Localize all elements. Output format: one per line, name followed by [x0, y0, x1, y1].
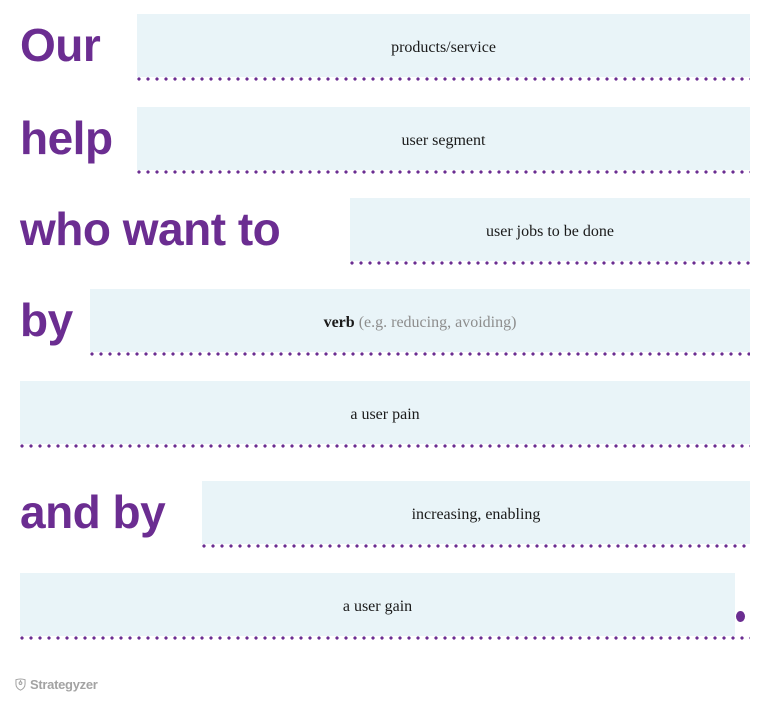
field-increasing-enabling[interactable]: increasing, enabling: [202, 481, 750, 544]
field-user-segment-text: user segment: [401, 132, 486, 149]
prompt-label-and-by: and by: [20, 486, 166, 538]
prompt-label-our: Our: [20, 19, 101, 71]
dotted-baseline-1: [137, 77, 750, 81]
field-products-service[interactable]: products/service: [137, 14, 750, 77]
field-verb-lead: verb: [323, 314, 355, 331]
dotted-baseline-6: [202, 544, 750, 548]
field-verb-hint: (e.g. reducing, avoiding): [358, 314, 517, 331]
dotted-baseline-3: [350, 261, 750, 265]
strategyzer-shield-icon: [14, 678, 27, 691]
field-user-jobs[interactable]: user jobs to be done: [350, 198, 750, 261]
dotted-baseline-7: [20, 636, 750, 640]
field-verb[interactable]: verb (e.g. reducing, avoiding): [90, 289, 750, 352]
prompt-label-by: by: [20, 294, 73, 346]
dotted-baseline-5: [20, 444, 750, 448]
field-user-segment[interactable]: user segment: [137, 107, 750, 170]
prompt-label-help: help: [20, 112, 113, 164]
field-user-pain[interactable]: a user pain: [20, 381, 750, 444]
field-user-pain-text: a user pain: [350, 406, 420, 423]
field-products-service-text: products/service: [391, 39, 496, 56]
field-increasing-enabling-text: increasing, enabling: [411, 506, 541, 523]
terminal-period: [736, 611, 745, 622]
strategyzer-brand-name: Strategyzer: [30, 677, 98, 692]
strategyzer-brand: Strategyzer: [14, 678, 98, 691]
field-user-gain-text: a user gain: [342, 598, 413, 615]
field-user-gain[interactable]: a user gain: [20, 573, 735, 636]
prompt-label-who-want-to: who want to: [20, 203, 281, 255]
dotted-baseline-2: [137, 170, 750, 174]
field-user-jobs-text: user jobs to be done: [486, 223, 614, 240]
dotted-baseline-4: [90, 352, 750, 356]
field-verb-text: verb (e.g. reducing, avoiding): [90, 315, 750, 331]
